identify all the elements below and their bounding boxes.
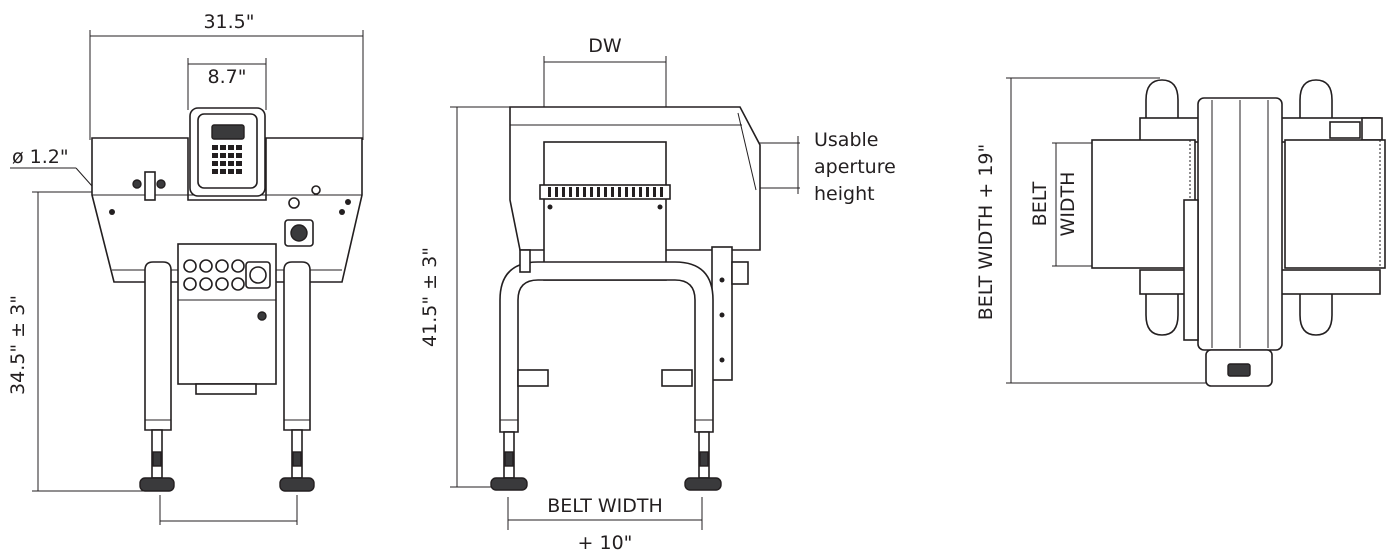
top-belt-label-line2: WIDTH (1057, 172, 1079, 237)
aperture-label-line1: Usable (814, 129, 878, 151)
front-view: 31.5" 8.7" ø 1.2" 34.5" ± 3" (7, 11, 364, 525)
belt-width-offset-label: + 10" (578, 532, 633, 551)
belt-left (1091, 139, 1196, 269)
belt-right (1284, 139, 1386, 269)
top-dimension-lines (1006, 77, 1210, 384)
foot-pad-left (139, 477, 175, 492)
hmi-keypad (212, 145, 242, 174)
front-dimension-lines (10, 30, 364, 525)
front-legs (139, 261, 315, 492)
foot-pad-right (279, 477, 315, 492)
overall-width-label: 31.5" (203, 11, 254, 33)
top-belt-label-line1: BELT (1029, 181, 1051, 226)
top-length-label: BELT WIDTH + 19" (975, 144, 997, 320)
detector-width-label: DW (588, 35, 622, 57)
conveyor-rollers (548, 187, 663, 197)
aperture-label-line2: aperture (814, 156, 896, 178)
cabinet-switches (183, 259, 271, 321)
top-view: BELT WIDTH + 19" BELT WIDTH (975, 77, 1386, 387)
belt-width-label: BELT WIDTH (547, 495, 663, 517)
lifting-eyes (1145, 79, 1333, 336)
aperture-panel (543, 141, 667, 281)
hmi-width-label: 8.7" (208, 66, 247, 88)
pipe-diameter-label: ø 1.2" (12, 146, 69, 168)
side-view: DW Usable aperture height 41.5" ± 3" BEL… (419, 35, 896, 551)
u-frame (499, 261, 714, 433)
front-height-label: 34.5" ± 3" (7, 295, 29, 395)
side-foot-right (684, 477, 722, 491)
aperture-label-line3: height (814, 183, 875, 205)
hmi-display (211, 124, 245, 140)
side-height-label: 41.5" ± 3" (419, 247, 441, 347)
side-foot-left (490, 477, 528, 491)
